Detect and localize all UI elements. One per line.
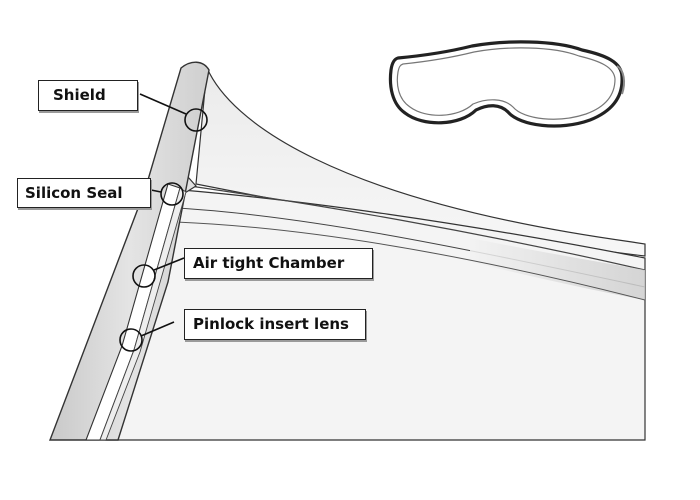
air-chamber-label: Air tight Chamber bbox=[184, 248, 373, 279]
silicon-seal-leader-line bbox=[150, 189, 162, 193]
chamber-shaded-strip bbox=[470, 238, 645, 300]
silicon-seal-label: Silicon Seal bbox=[17, 178, 151, 208]
pinlock-lens-label: Pinlock insert lens bbox=[184, 309, 366, 340]
silicon-seal-callout-circle bbox=[160, 182, 184, 206]
shield-label: Shield bbox=[38, 80, 138, 111]
shield-callout-circle bbox=[184, 108, 208, 132]
shield-leader-line bbox=[139, 93, 187, 115]
chamber-line-inner bbox=[175, 221, 646, 301]
air-chamber-leader-line bbox=[153, 257, 185, 271]
goggle-lens-side-tab bbox=[616, 65, 626, 95]
goggle-lens-outline bbox=[388, 40, 624, 128]
shield-band bbox=[48, 61, 210, 441]
chamber-line-upper bbox=[189, 185, 646, 271]
pinlock-leader-line bbox=[140, 321, 175, 337]
goggle-lens-inner-outline bbox=[396, 47, 616, 120]
pinlock-callout-circle bbox=[119, 328, 143, 352]
air-chamber-callout-circle bbox=[132, 264, 156, 288]
